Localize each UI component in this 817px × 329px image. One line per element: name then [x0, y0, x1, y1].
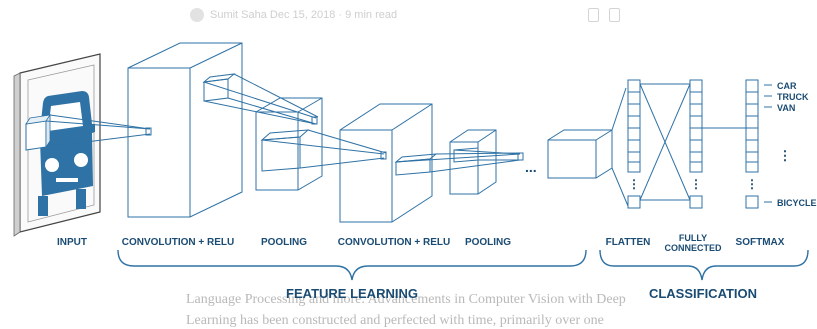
author-avatar	[190, 8, 204, 22]
article-body-line-1: Language Processing and more. Advancemen…	[186, 292, 626, 307]
pool1-volume	[255, 97, 323, 191]
layers-ellipsis: ...	[525, 159, 537, 175]
class-label: CAR	[777, 81, 797, 91]
flatten-vdots: ⋮	[628, 177, 640, 191]
article-meta: Sumit Saha Dec 15, 2018 · 9 min read	[190, 8, 397, 22]
share-icon[interactable]	[588, 8, 599, 22]
article-actions	[588, 8, 620, 22]
class-outputs: CAR TRUCK VAN ⋮ BICYCLE	[764, 81, 817, 208]
conv2-field	[394, 152, 523, 176]
article-meta-text: Sumit Saha Dec 15, 2018 · 9 min read	[210, 9, 398, 21]
car-icon	[36, 91, 95, 216]
article-body-line-2: Learning has been constructed and perfec…	[186, 313, 604, 328]
input-receptive-field	[25, 113, 51, 151]
group-feature-learning: FEATURE LEARNING	[286, 286, 418, 301]
bookmark-icon[interactable]	[609, 8, 620, 22]
softmax-column	[745, 79, 759, 209]
group-classification: CLASSIFICATION	[649, 286, 757, 301]
label-pool2: POOLING	[465, 237, 511, 248]
label-conv1: CONVOLUTION + RELU	[122, 237, 235, 248]
conv1-volume	[127, 42, 243, 218]
label-conv2: CONVOLUTION + RELU	[338, 237, 451, 248]
label-fully: FULLY	[679, 233, 707, 243]
label-pool1: POOLING	[261, 237, 307, 248]
label-softmax: SOFTMAX	[736, 237, 785, 248]
class-label: TRUCK	[777, 92, 809, 102]
conv2-volume	[339, 103, 433, 223]
fc-vdots: ⋮	[690, 177, 702, 191]
classification-brace	[599, 249, 809, 281]
final-volume	[547, 87, 629, 207]
label-flatten: FLATTEN	[606, 237, 651, 248]
conv1-field	[202, 73, 319, 125]
label-input: INPUT	[57, 237, 87, 248]
flatten-column	[627, 79, 641, 209]
class-label: VAN	[777, 103, 795, 113]
fully-connected-column	[689, 79, 746, 209]
feature-learning-brace	[117, 249, 587, 281]
class-label: BICYCLE	[777, 198, 817, 208]
pool1-field	[260, 129, 387, 172]
connections-flatten-fc	[639, 83, 691, 201]
connections-input-conv1	[45, 114, 151, 148]
class-vdots: ⋮	[779, 148, 792, 163]
pool2-field	[453, 149, 521, 161]
pool2-volume	[449, 129, 524, 195]
softmax-vdots: ⋮	[746, 177, 758, 191]
label-connected: CONNECTED	[664, 243, 722, 253]
